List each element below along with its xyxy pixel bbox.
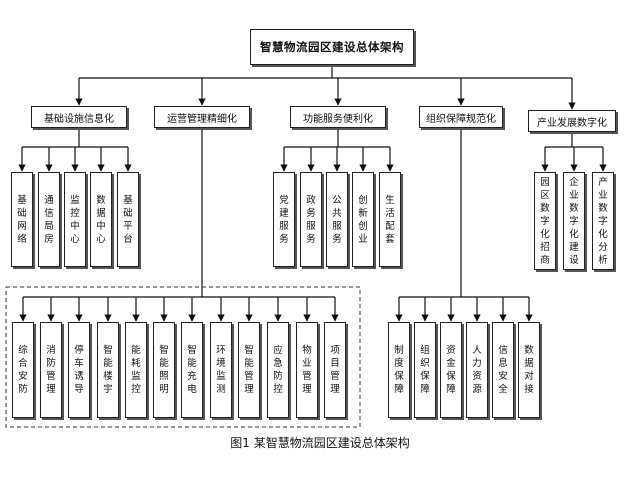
item-label: 物 业 管 理 [302, 345, 312, 395]
category-label: 基础设施信息化 [44, 113, 114, 125]
item-box: 应 急 防 控 [267, 322, 289, 418]
connector-lines [18, 65, 607, 322]
item-label: 基 础 网 络 [17, 194, 27, 245]
item-box: 停 车 诱 导 [68, 322, 90, 418]
item-label: 停 车 诱 导 [74, 345, 84, 395]
item-label: 能 耗 监 控 [131, 345, 141, 395]
item-label: 通 信 局 房 [44, 194, 54, 245]
item-label: 产 业 数 字 化 分 析 [598, 176, 608, 266]
category-infrastructure: 基础设施信息化 [31, 106, 127, 128]
item-label: 政 务 服 务 [306, 194, 316, 245]
category-industry: 产业发展数字化 [528, 110, 616, 132]
item-label: 数 据 中 心 [96, 194, 106, 245]
category-label: 功能服务便利化 [303, 113, 373, 125]
item-box: 制 度 保 障 [388, 322, 410, 418]
item-label: 基 础 平 台 [123, 194, 133, 245]
item-box: 智 能 充 电 [181, 322, 203, 418]
item-label: 公 共 服 务 [332, 194, 342, 245]
item-label: 智 能 楼 宇 [103, 345, 113, 395]
operations-group-dashed-frame [5, 286, 361, 428]
item-box: 党 建 服 务 [273, 172, 295, 267]
item-label: 信 息 安 全 [498, 345, 508, 395]
item-box: 智 能 楼 宇 [97, 322, 119, 418]
item-label: 园 区 数 字 化 招 商 [540, 176, 550, 266]
category-services: 功能服务便利化 [290, 106, 386, 128]
item-box: 智 能 管 理 [238, 322, 260, 418]
item-label: 资 金 保 障 [446, 345, 456, 395]
item-label: 制 度 保 障 [394, 345, 404, 395]
item-box: 公 共 服 务 [326, 172, 348, 267]
item-box: 生 活 配 套 [379, 172, 401, 267]
category-label: 运营管理精细化 [167, 113, 237, 125]
item-label: 项 目 管 理 [330, 345, 340, 395]
item-label: 党 建 服 务 [279, 194, 289, 245]
item-box: 基 础 平 台 [117, 172, 139, 267]
item-box: 资 金 保 障 [440, 322, 462, 418]
item-box: 能 耗 监 控 [125, 322, 147, 418]
item-label: 智 能 管 理 [244, 345, 254, 395]
figure-caption: 图1 某智慧物流园区建设总体架构 [230, 436, 410, 450]
category-label: 产业发展数字化 [537, 117, 607, 129]
item-label: 创 新 创 业 [358, 194, 368, 245]
item-label: 综 合 安 防 [18, 345, 28, 395]
item-box: 基 础 网 络 [11, 172, 33, 267]
category-label: 组织保障规范化 [426, 113, 496, 125]
category-operations: 运营管理精细化 [154, 106, 250, 128]
item-label: 消 防 管 理 [46, 345, 56, 395]
item-box: 产 业 数 字 化 分 析 [592, 172, 614, 270]
item-box: 物 业 管 理 [296, 322, 318, 418]
item-label: 智 能 充 电 [187, 345, 197, 395]
root-title: 智慧物流园区建设总体架构 [260, 40, 404, 54]
item-box: 创 新 创 业 [352, 172, 374, 267]
item-box: 监 控 中 心 [64, 172, 86, 267]
item-box: 项 目 管 理 [324, 322, 346, 418]
item-box: 组 织 保 障 [414, 322, 436, 418]
item-label: 数 据 对 接 [524, 345, 534, 395]
item-box: 企 业 数 字 化 建 设 [563, 172, 585, 270]
item-label: 环 境 监 测 [216, 345, 226, 395]
item-label: 人 力 资 源 [472, 345, 482, 395]
item-label: 监 控 中 心 [70, 194, 80, 245]
item-box: 人 力 资 源 [466, 322, 488, 418]
item-box: 园 区 数 字 化 招 商 [534, 172, 556, 270]
item-box: 数 据 对 接 [518, 322, 540, 418]
item-label: 智 能 照 明 [159, 345, 169, 395]
category-organization: 组织保障规范化 [419, 106, 503, 128]
item-box: 消 防 管 理 [40, 322, 62, 418]
item-box: 政 务 服 务 [300, 172, 322, 267]
item-label: 应 急 防 控 [273, 345, 283, 395]
item-box: 智 能 照 明 [153, 322, 175, 418]
item-label: 企 业 数 字 化 建 设 [569, 176, 579, 266]
item-label: 生 活 配 套 [385, 194, 395, 245]
root-box: 智慧物流园区建设总体架构 [250, 29, 414, 65]
item-box: 数 据 中 心 [90, 172, 112, 267]
item-box: 信 息 安 全 [492, 322, 514, 418]
item-label: 组 织 保 障 [420, 345, 430, 395]
item-box: 综 合 安 防 [12, 322, 34, 418]
item-box: 通 信 局 房 [38, 172, 60, 267]
item-box: 环 境 监 测 [210, 322, 232, 418]
